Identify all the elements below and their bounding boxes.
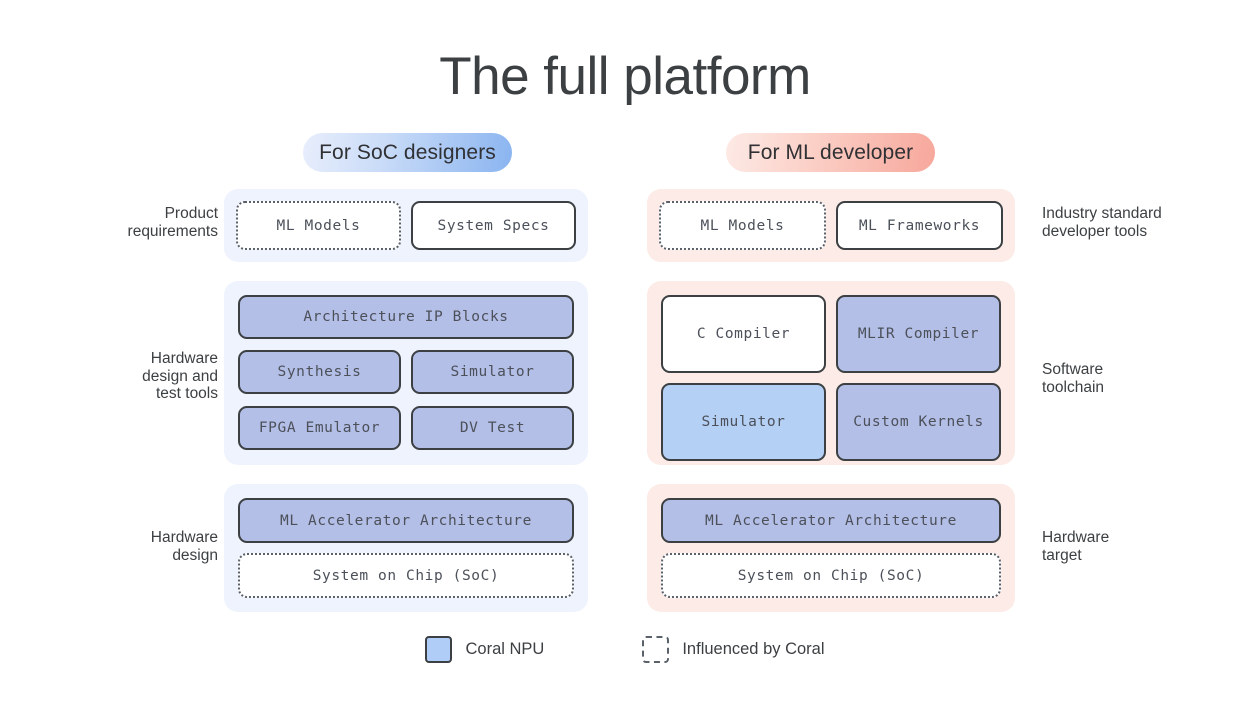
panel-soc-hardware-design: ML Accelerator Architecture System on Ch… bbox=[224, 484, 588, 612]
box-architecture-ip-blocks[interactable]: Architecture IP Blocks bbox=[238, 295, 574, 339]
legend-item-coral-npu: Coral NPU bbox=[425, 636, 544, 663]
box-ml-frameworks[interactable]: ML Frameworks bbox=[836, 201, 1003, 250]
box-c-compiler[interactable]: C Compiler bbox=[661, 295, 826, 373]
box-system-on-chip[interactable]: System on Chip (SoC) bbox=[661, 553, 1001, 598]
box-custom-kernels[interactable]: Custom Kernels bbox=[836, 383, 1001, 461]
audience-pill-soc-designers[interactable]: For SoC designers bbox=[303, 133, 512, 172]
legend-label-influenced-by-coral: Influenced by Coral bbox=[682, 640, 825, 658]
legend-item-influenced-by-coral: Influenced by Coral bbox=[642, 636, 825, 663]
legend-swatch-dashed-icon bbox=[642, 636, 670, 663]
legend: Coral NPU Influenced by Coral bbox=[0, 636, 1250, 663]
box-system-on-chip[interactable]: System on Chip (SoC) bbox=[238, 553, 574, 598]
page-title: The full platform bbox=[439, 47, 811, 106]
box-fpga-emulator[interactable]: FPGA Emulator bbox=[238, 405, 401, 450]
box-simulator[interactable]: Simulator bbox=[661, 383, 826, 461]
panel-soc-hardware-design-and-test-tools: Architecture IP Blocks Synthesis Simulat… bbox=[224, 281, 588, 465]
box-dv-test[interactable]: DV Test bbox=[411, 405, 574, 450]
box-mlir-compiler[interactable]: MLIR Compiler bbox=[836, 295, 1001, 373]
panel-ml-software-toolchain: C Compiler MLIR Compiler Simulator Custo… bbox=[647, 281, 1015, 465]
legend-swatch-filled-icon bbox=[425, 636, 453, 663]
panel-soc-product-requirements: ML Models System Specs bbox=[224, 189, 588, 262]
audience-pill-ml-label: For ML developer bbox=[747, 140, 914, 164]
box-simulator[interactable]: Simulator bbox=[411, 350, 574, 395]
panel-ml-hardware-target: ML Accelerator Architecture System on Ch… bbox=[647, 484, 1015, 612]
box-ml-models[interactable]: ML Models bbox=[659, 201, 826, 250]
box-ml-accelerator-architecture[interactable]: ML Accelerator Architecture bbox=[661, 498, 1001, 543]
panel-ml-industry-standard-developer-tools: ML Models ML Frameworks bbox=[647, 189, 1015, 262]
audience-pill-soc-label: For SoC designers bbox=[319, 140, 496, 164]
box-synthesis[interactable]: Synthesis bbox=[238, 350, 401, 395]
box-ml-accelerator-architecture[interactable]: ML Accelerator Architecture bbox=[238, 498, 574, 543]
legend-label-coral-npu: Coral NPU bbox=[465, 640, 545, 658]
box-system-specs[interactable]: System Specs bbox=[411, 201, 576, 250]
audience-pill-ml-developer[interactable]: For ML developer bbox=[726, 133, 935, 172]
box-ml-models[interactable]: ML Models bbox=[236, 201, 401, 250]
